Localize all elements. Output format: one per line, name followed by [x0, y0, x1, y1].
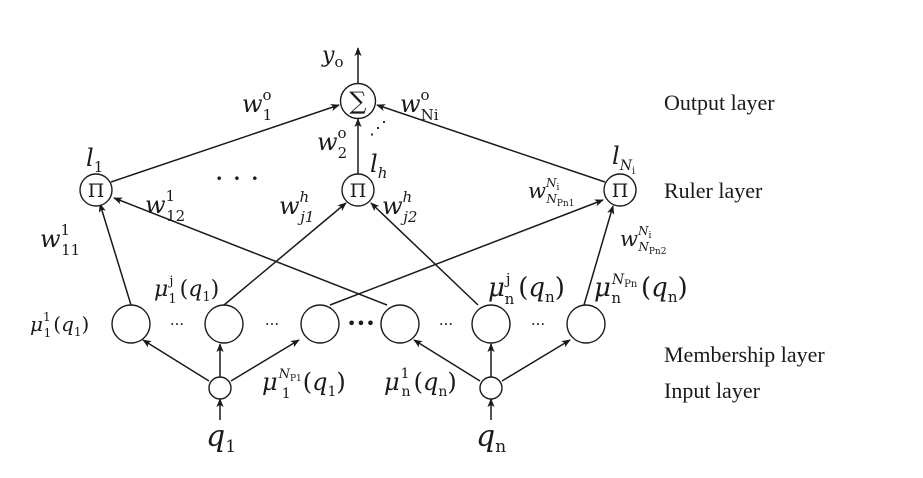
- input-qn: qn: [476, 419, 506, 457]
- edge-qn-m6: [501, 339, 571, 382]
- membership-node-4: [380, 304, 420, 344]
- nodes: ∑ Π Π Π: [79, 82, 637, 400]
- membership-node-2: [204, 304, 244, 344]
- membership-ellipsis-3: •••: [347, 314, 375, 333]
- edge-q1-m1: [142, 339, 210, 382]
- product-symbol-h: Π: [350, 180, 367, 202]
- rule-label-lh: lh: [370, 150, 387, 182]
- input-layer-label: Input layer: [664, 378, 761, 403]
- edge-m1-l1: [98, 203, 132, 306]
- membership-node-3: [300, 304, 340, 344]
- product-symbol-N: Π: [612, 180, 629, 202]
- edges: [98, 47, 615, 420]
- edge-l1-sum: [110, 104, 340, 183]
- rule-node-h: [341, 173, 375, 207]
- input-node-n: [479, 376, 503, 400]
- output-ellipsis: ⋰: [369, 118, 387, 139]
- product-symbol-1: Π: [88, 180, 105, 202]
- rule-label-l1: l1: [86, 144, 103, 176]
- ellipses: · · · ⋰ ··· ··· ••• ··· ···: [170, 118, 545, 333]
- edge-q1-m3: [230, 339, 300, 382]
- membership-ellipsis-4: ···: [439, 315, 453, 333]
- layer-labels: Output layer Ruler layer Membership laye…: [664, 90, 825, 403]
- membership-ellipsis-5: ···: [531, 315, 545, 333]
- ruler-ellipsis: · · ·: [215, 162, 260, 195]
- sum-node: [339, 82, 377, 120]
- membership-node-5: [471, 304, 511, 344]
- input-node-1: [208, 376, 232, 400]
- membership-node-6: [566, 304, 606, 344]
- input-q1: q1: [206, 419, 236, 457]
- rule-node-1: [79, 173, 113, 207]
- membership-ellipsis-2: ···: [265, 315, 279, 333]
- edge-m5-lh: [370, 202, 479, 306]
- edge-m4-l1: [113, 197, 388, 306]
- ruler-layer-label: Ruler layer: [664, 178, 763, 203]
- edge-m6-lN: [583, 205, 615, 306]
- membership-layer-label: Membership layer: [664, 342, 825, 367]
- edge-m2-lh: [223, 202, 347, 306]
- membership-ellipsis-1: ···: [170, 315, 184, 333]
- edge-lN-sum: [376, 104, 606, 183]
- edge-qn-m4: [413, 339, 481, 382]
- output-y-label: yo: [321, 43, 343, 71]
- membership-node-1: [111, 304, 151, 344]
- rule-node-N: [603, 173, 637, 207]
- output-layer-label: Output layer: [664, 90, 775, 115]
- edge-m3-lN: [329, 199, 604, 306]
- sum-symbol: ∑: [349, 87, 366, 115]
- rule-label-lNi: lNi: [612, 142, 635, 177]
